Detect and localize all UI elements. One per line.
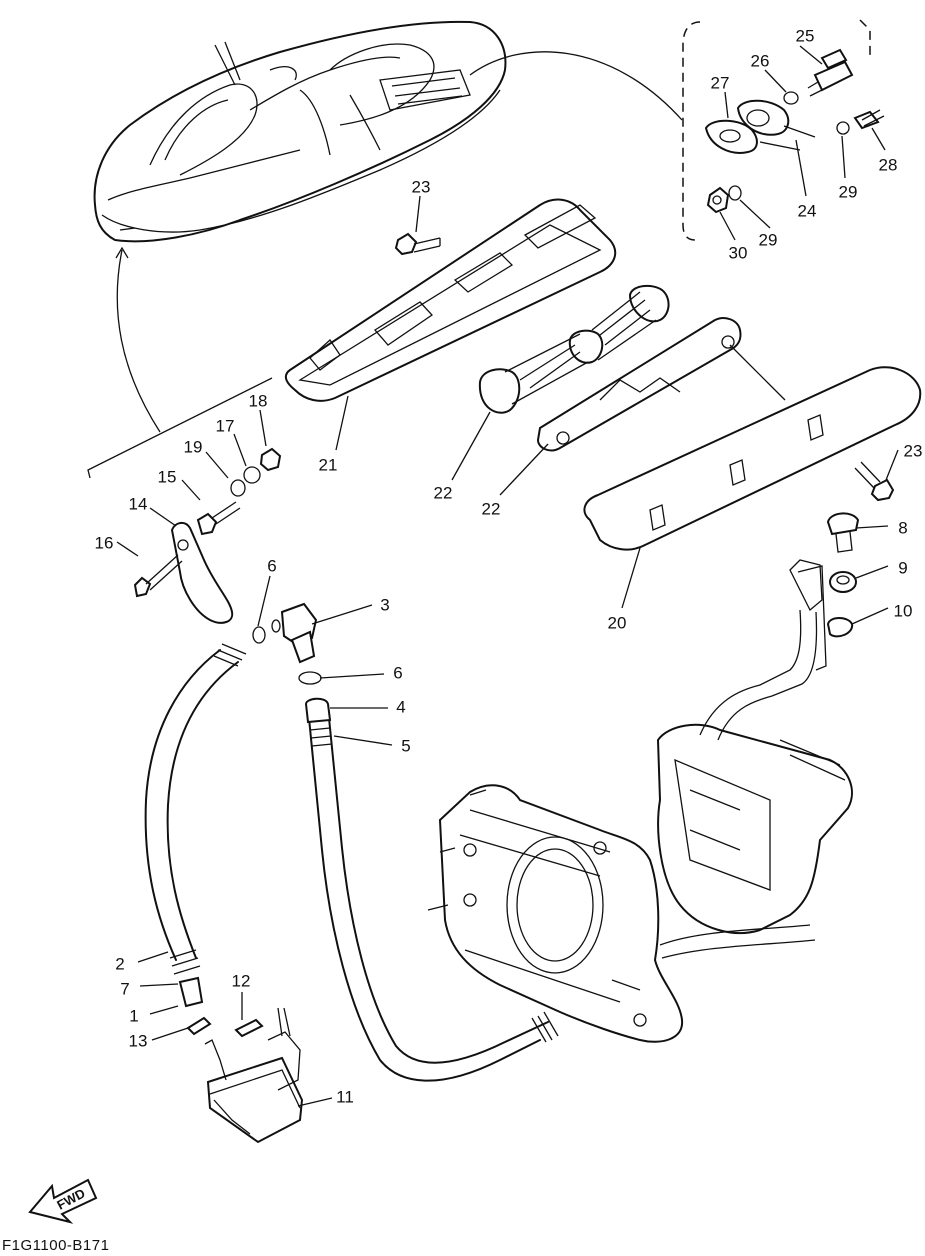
- clip-13: [186, 1016, 212, 1036]
- callout-24: 24: [798, 201, 817, 220]
- callout-4: 4: [396, 697, 405, 716]
- bolt-23-lower: [854, 461, 895, 502]
- callout-2: 2: [115, 954, 124, 973]
- sensor-12: [234, 1018, 264, 1038]
- callout-6a: 6: [267, 556, 276, 575]
- watercraft-hull-illustration: [93, 20, 683, 433]
- callout-17: 17: [216, 416, 235, 435]
- grip-strip: [797, 565, 827, 671]
- drain-plug-8: [826, 512, 860, 553]
- callout-labels: 1234566789101112131415161718192021222223…: [95, 26, 923, 1106]
- callout-12: 12: [232, 971, 251, 990]
- washer-9: [829, 571, 857, 593]
- bolt-23-upper: [394, 232, 441, 256]
- forward-arrow-icon: FWD: [28, 1178, 98, 1224]
- jet-nozzle-housing: [656, 559, 853, 959]
- callout-14: 14: [129, 494, 148, 513]
- bolt-16: [133, 554, 183, 598]
- callout-28: 28: [879, 155, 898, 174]
- callout-26: 26: [751, 51, 770, 70]
- callout-19: 19: [184, 437, 203, 456]
- callout-9: 9: [898, 558, 907, 577]
- callout-23b: 23: [904, 441, 923, 460]
- callout-3: 3: [380, 595, 389, 614]
- callout-30: 30: [729, 243, 748, 262]
- hose-5: [304, 697, 559, 1082]
- callout-15: 15: [158, 467, 177, 486]
- callout-1: 1: [129, 1006, 138, 1025]
- callout-13: 13: [129, 1031, 148, 1050]
- cover-plate-21: [284, 198, 617, 402]
- spring-piece-22: [478, 284, 670, 414]
- clamp-10: [826, 617, 854, 638]
- callout-8: 8: [898, 518, 907, 537]
- bolt-15: [196, 501, 241, 536]
- control-unit-11: [204, 1007, 304, 1144]
- callout-27: 27: [711, 73, 730, 92]
- callout-5: 5: [401, 736, 410, 755]
- callout-11: 11: [336, 1087, 354, 1106]
- callout-21: 21: [319, 455, 338, 474]
- callout-23a: 23: [412, 177, 431, 196]
- bracket-14: [170, 522, 234, 624]
- callout-29a: 29: [839, 182, 858, 201]
- callout-18: 18: [249, 391, 268, 410]
- callout-7: 7: [120, 979, 129, 998]
- callout-16: 16: [95, 533, 114, 552]
- callout-leaders: [116, 45, 899, 1107]
- callout-25: 25: [796, 26, 815, 45]
- bracket-group-line: [87, 377, 273, 479]
- washer-19-17-nut-18: [230, 447, 282, 497]
- callout-22a: 22: [434, 483, 453, 502]
- pump-housing: [427, 784, 684, 1043]
- callout-10: 10: [894, 601, 913, 620]
- detail-inset-group: [682, 19, 885, 241]
- rail-piece-22: [536, 317, 742, 452]
- hose-2: [144, 643, 247, 1008]
- callout-22b: 22: [482, 499, 501, 518]
- guard-plate-20: [583, 344, 922, 551]
- callout-29b: 29: [759, 230, 778, 249]
- callout-6b: 6: [393, 663, 402, 682]
- diagram-code: F1G1100-B171: [2, 1237, 110, 1254]
- fitting-3: [252, 602, 322, 685]
- callout-20: 20: [608, 613, 627, 632]
